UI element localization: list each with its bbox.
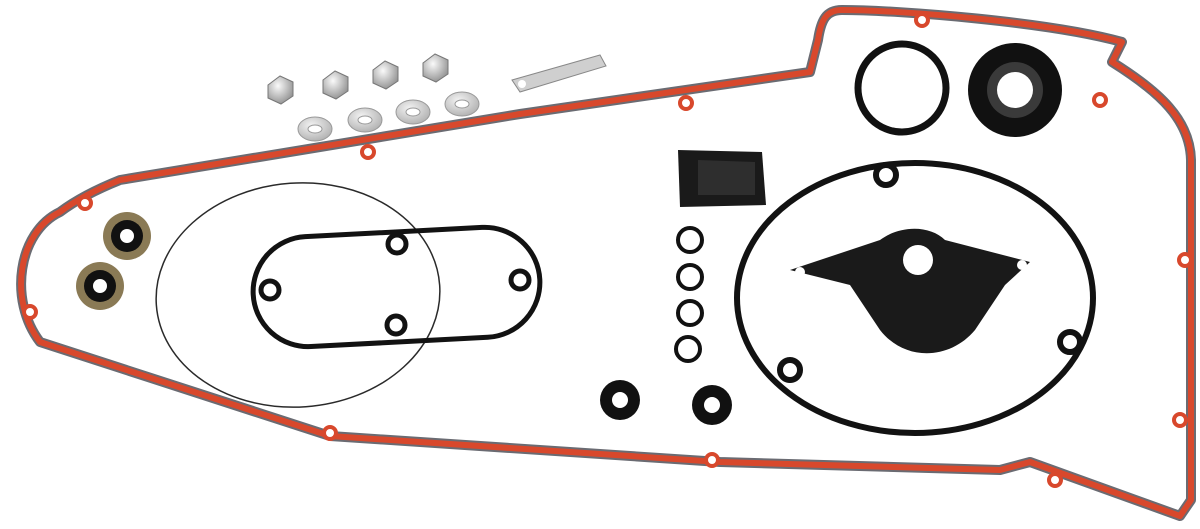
bolt-holes <box>22 12 1193 488</box>
lock-nuts <box>267 53 449 105</box>
cover-plate <box>790 228 1030 354</box>
primary-cover-gasket <box>16 5 1196 521</box>
washers <box>297 91 480 142</box>
oil-seal-large <box>968 43 1062 137</box>
clutch-cover-gasket <box>734 160 1096 436</box>
derby-cover-oring-thin <box>155 182 441 408</box>
plate-hole <box>903 245 933 275</box>
small-seals <box>600 380 732 425</box>
inspection-cover-gasket <box>250 224 543 350</box>
lock-tab <box>511 54 607 93</box>
small-o-rings <box>674 226 704 363</box>
rubber-block <box>678 150 766 207</box>
shaft-seals <box>76 212 151 310</box>
o-ring-large <box>854 40 950 136</box>
